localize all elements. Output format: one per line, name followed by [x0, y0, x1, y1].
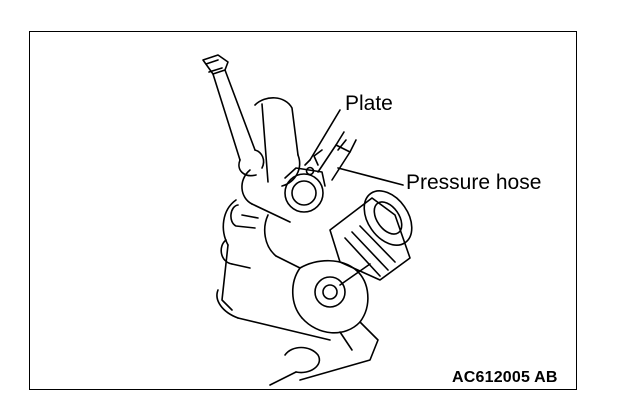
- suction-pipe: [202, 54, 265, 177]
- side-fittings: [220, 204, 259, 269]
- leader-lines: [304, 109, 404, 186]
- pressure-hose-label: Pressure hose: [406, 171, 542, 194]
- pressure-fitting: [284, 149, 326, 213]
- plate-label: Plate: [345, 92, 393, 115]
- figure-frame: [29, 31, 577, 390]
- drive-cylinder: [329, 190, 413, 286]
- pump-body: [216, 97, 379, 386]
- pressure-hose: [317, 131, 357, 181]
- figure-code: AC612005 AB: [452, 369, 558, 386]
